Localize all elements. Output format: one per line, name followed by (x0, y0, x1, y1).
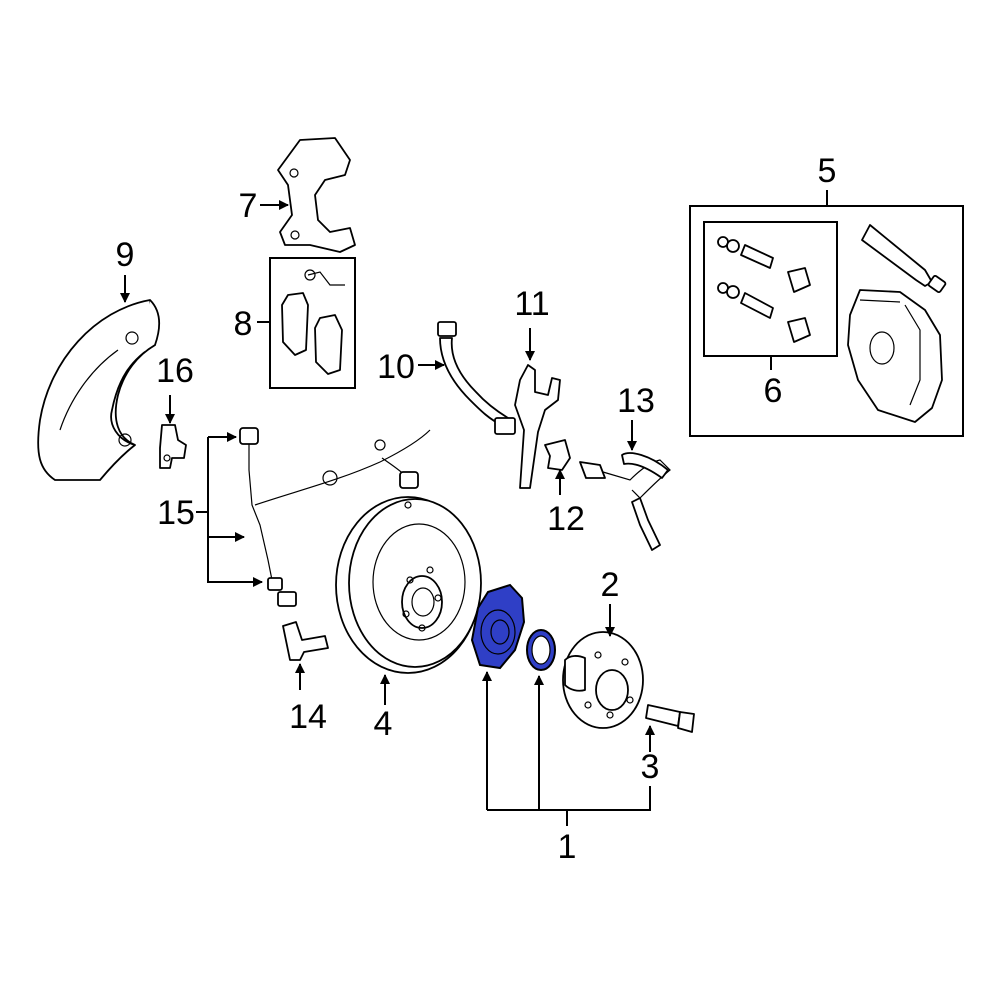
callout-11: 11 (514, 285, 549, 323)
hub-bolt-part[interactable] (645, 704, 695, 733)
brake-pads-part[interactable] (269, 257, 356, 389)
dust-shield-part[interactable] (37, 299, 161, 481)
callout-4: 4 (374, 705, 393, 743)
callout-5: 5 (818, 152, 837, 190)
callout-7: 7 (239, 187, 258, 225)
caliper-carrier-part[interactable] (277, 137, 356, 253)
callout-9: 9 (116, 236, 135, 274)
brake-rotor-part[interactable] (335, 496, 482, 674)
brake-hose-part[interactable] (437, 321, 516, 435)
bracket-16-part[interactable] (159, 424, 187, 469)
clip-12-part[interactable] (544, 439, 571, 471)
callout-2: 2 (601, 566, 620, 604)
hose-bracket-part[interactable] (514, 364, 561, 489)
callout-15: 15 (157, 494, 195, 532)
callout-1: 1 (558, 828, 577, 866)
callout-10: 10 (377, 348, 415, 386)
callout-13: 13 (617, 382, 655, 420)
caliper-assembly-part[interactable] (689, 205, 964, 437)
wheel-bearing-part[interactable] (470, 583, 526, 670)
callout-3: 3 (641, 748, 660, 786)
callout-8: 8 (234, 305, 253, 343)
callout-16: 16 (156, 352, 194, 390)
wear-sensor-part[interactable] (579, 452, 671, 551)
speed-sensor-part[interactable] (282, 621, 329, 661)
callout-14: 14 (289, 698, 327, 736)
retaining-ring-part[interactable] (526, 629, 556, 671)
abs-sensor-wiring-part[interactable] (239, 427, 431, 607)
callout-6: 6 (764, 372, 783, 410)
wheel-hub-part[interactable] (562, 631, 644, 729)
guide-pin-kit-part[interactable] (703, 221, 838, 357)
callout-12: 12 (547, 500, 585, 538)
